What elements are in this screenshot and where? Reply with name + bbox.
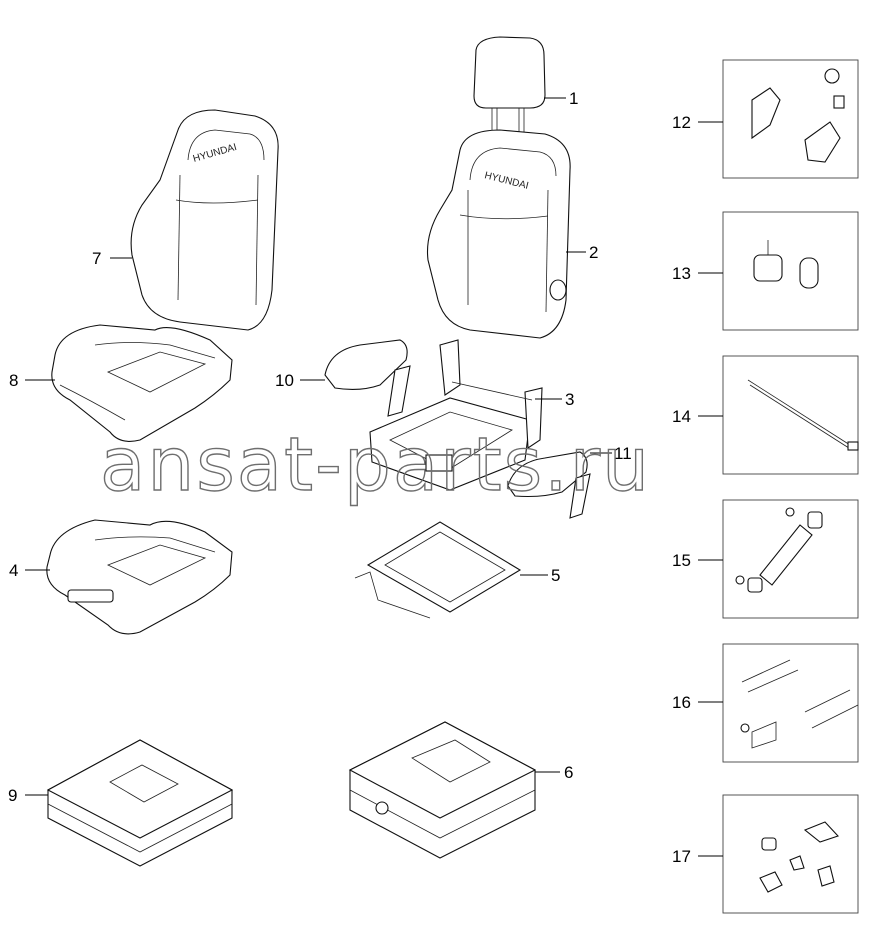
watermark-text: ansat-parts.ru <box>100 422 651 508</box>
callout-12: 12 <box>672 113 691 132</box>
callout-7: 7 <box>92 249 101 268</box>
armrest-left-part <box>324 339 411 417</box>
seat-cushion-part <box>46 519 233 635</box>
callout-1: 1 <box>569 89 578 108</box>
callout-2: 2 <box>589 243 598 262</box>
kit-box-12 <box>722 59 859 179</box>
kit-box-15 <box>722 499 859 619</box>
leader-lines <box>25 97 723 857</box>
callout-11: 11 <box>614 444 632 463</box>
seat-frame-part <box>369 339 543 491</box>
backrest-cover-part: HYUNDAI <box>130 109 279 331</box>
kit-box-16 <box>722 643 859 763</box>
callout-17: 17 <box>672 847 691 866</box>
callout-6: 6 <box>564 763 573 782</box>
suspension-lower-part <box>46 739 234 867</box>
callout-8: 8 <box>9 371 18 390</box>
callout-16: 16 <box>672 693 691 712</box>
callout-3: 3 <box>565 390 574 409</box>
seat-cushion-cover-part <box>51 324 233 442</box>
kit-box-14 <box>722 355 859 475</box>
callout-9: 9 <box>8 786 17 805</box>
callout-13: 13 <box>672 264 691 283</box>
kit-box-17 <box>722 794 859 914</box>
callout-15: 15 <box>672 551 691 570</box>
slide-rail-part <box>354 521 522 619</box>
armrest-right-part <box>507 451 591 519</box>
callout-4: 4 <box>9 561 18 580</box>
backrest-part: HYUNDAI <box>426 129 571 339</box>
headrest-part <box>473 36 546 136</box>
callout-5: 5 <box>551 566 560 585</box>
callout-10: 10 <box>275 371 294 390</box>
kit-box-13 <box>722 211 859 331</box>
callout-14: 14 <box>672 407 691 426</box>
callout-labels: 1 2 3 4 5 6 7 8 9 10 11 12 13 14 15 16 1… <box>8 89 691 866</box>
suspension-base-part <box>348 721 537 859</box>
